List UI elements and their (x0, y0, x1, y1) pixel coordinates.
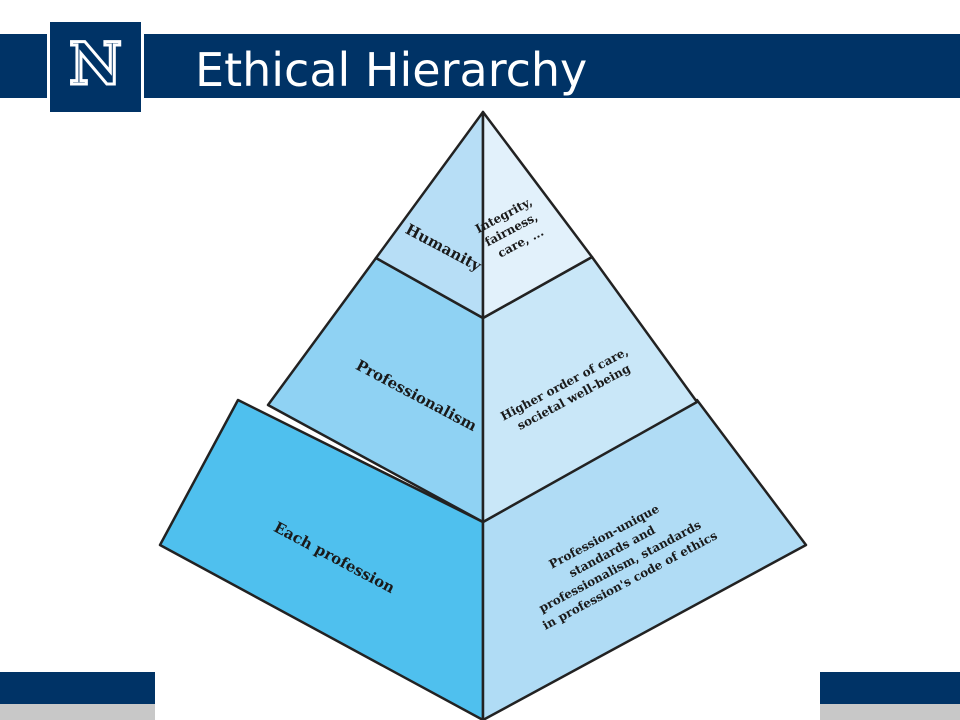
block-n-logo-icon: N (67, 29, 123, 100)
title-bar (0, 34, 960, 98)
university-logo: N (47, 19, 144, 115)
page-title: Ethical Hierarchy (195, 43, 588, 97)
right-face-top (481, 110, 594, 320)
logo-letter: N (69, 30, 122, 98)
left-face-bottom (158, 398, 485, 720)
